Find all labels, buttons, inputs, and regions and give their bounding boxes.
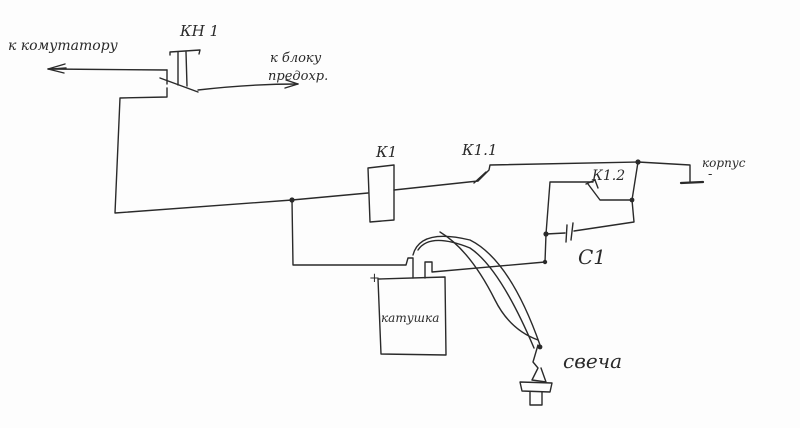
label-relay-k1: К1 (375, 143, 397, 161)
label-to-commutator: к комутатору (8, 38, 119, 54)
capacitor-c1 (545, 199, 635, 243)
label-capacitor-c1: С1 (578, 245, 606, 269)
spark-plug (519, 344, 553, 406)
switch-kn1 (159, 49, 201, 93)
contact-k1-1 (473, 161, 639, 184)
label-contact-k1-1: К1.1 (461, 141, 497, 159)
wire-coil-plus (291, 199, 414, 279)
relay-k1 (291, 164, 479, 223)
high-voltage-wire (412, 231, 541, 349)
wire-to-fuse-block (197, 79, 299, 91)
label-ground: корпус (702, 156, 746, 170)
label-spark-plug: свеча (563, 349, 622, 373)
label-plus: + (369, 271, 380, 286)
wire-to-commutator (47, 63, 168, 74)
wire-coil-minus (424, 261, 546, 279)
label-ground-sign: - (708, 167, 712, 182)
contact-k1-2 (544, 161, 639, 263)
wire-left-loop (114, 87, 293, 214)
label-contact-k1-2: К1.2 (591, 168, 625, 184)
label-to-fuse-block: к блоку (270, 51, 322, 66)
label-switch-kn1: КН 1 (179, 22, 219, 40)
label-coil: катушка (381, 311, 439, 325)
junction-nodes (289, 159, 641, 350)
ground-symbol (637, 161, 705, 185)
label-to-fuse-block-2: предохр. (268, 69, 328, 84)
ignition-coil (377, 276, 447, 356)
